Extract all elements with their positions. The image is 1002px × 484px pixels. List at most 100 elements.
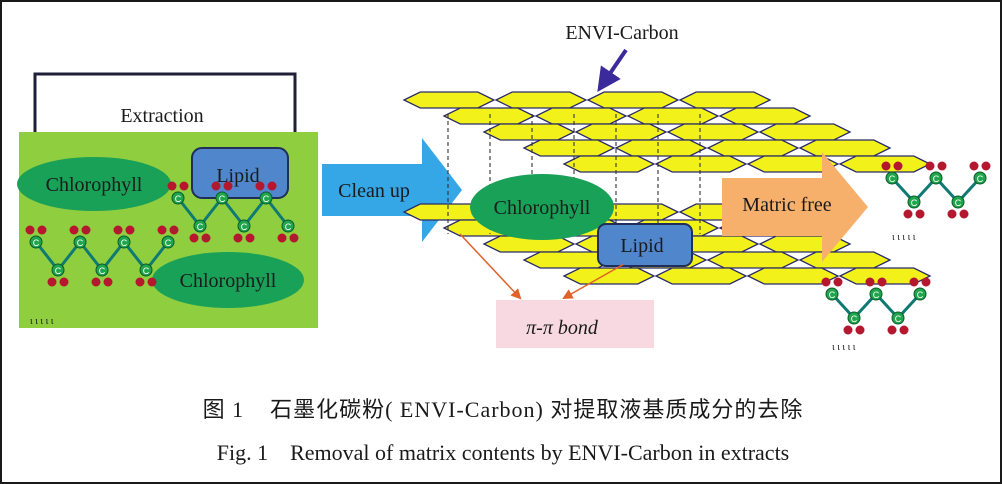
- hydrogen-atom: [893, 161, 903, 171]
- carbon-atom-label: C: [911, 198, 918, 208]
- carbon-atom-label: C: [873, 290, 880, 300]
- carbon-hexagon: [678, 91, 772, 109]
- carbon-atom-label: C: [99, 266, 106, 276]
- carbon-atom-label: C: [219, 194, 226, 204]
- hydrogen-atom: [245, 233, 255, 243]
- stub-marks-right-lower: ι ι ι ι ι: [832, 342, 856, 353]
- matric-free-arrow: [722, 152, 868, 262]
- carbon-hexagon: [482, 235, 576, 253]
- graphene-layer-top: [402, 91, 932, 173]
- carbon-hexagon: [838, 267, 932, 285]
- carbon-atom-label: C: [285, 222, 292, 232]
- carbon-atom-label: C: [197, 222, 204, 232]
- carbon-atom: [215, 191, 229, 205]
- carbon-atom: [29, 235, 43, 249]
- hydrogen-atom: [881, 161, 891, 171]
- hydrogen-atom: [201, 233, 211, 243]
- hydrogen-atom: [211, 181, 221, 191]
- carbon-hexagon: [654, 155, 748, 173]
- hydrogen-atom: [937, 161, 947, 171]
- stub-marks-right-upper: ι ι ι ι ι: [892, 232, 916, 243]
- hydrogen-atom: [47, 277, 57, 287]
- hydrogen-atom: [169, 225, 179, 235]
- carbon-atom-label: C: [889, 174, 896, 184]
- clean-up-label: Clean up: [338, 180, 410, 202]
- carbon-hexagon: [626, 107, 720, 125]
- hydrogen-atom: [233, 233, 243, 243]
- carbon-atom: [869, 287, 883, 301]
- carbon-atom-label: C: [143, 266, 150, 276]
- carbon-hexagon: [746, 155, 840, 173]
- pi-bond-box: [496, 300, 654, 348]
- carbon-atom: [117, 235, 131, 249]
- hydrogen-atom: [25, 225, 35, 235]
- carbon-atom: [847, 311, 861, 325]
- carbon-atom-label: C: [33, 238, 40, 248]
- hydrogen-atom: [833, 277, 843, 287]
- chlorophyll-ellipse-bottom: [152, 252, 304, 308]
- carbon-atom-label: C: [55, 266, 62, 276]
- envi-carbon-pointer: [597, 48, 628, 92]
- carbon-atom-label: C: [241, 222, 248, 232]
- pi-arrow-1: [459, 233, 522, 300]
- lipid-label-center: Lipid: [620, 235, 663, 257]
- carbon-atom: [281, 219, 295, 233]
- hydrogen-atom: [37, 225, 47, 235]
- hydrogen-atom: [915, 209, 925, 219]
- hydrogen-atom: [947, 209, 957, 219]
- hydrogen-atom: [91, 277, 101, 287]
- hydrogen-atom: [125, 225, 135, 235]
- hydrogen-atom: [103, 277, 113, 287]
- carbon-atom: [951, 195, 965, 209]
- carbon-atom: [891, 311, 905, 325]
- chlorophyll-ellipse-top: [17, 157, 171, 211]
- hydrogen-atom: [81, 225, 91, 235]
- hydrogen-atom: [981, 161, 991, 171]
- carbon-hexagon: [586, 91, 680, 109]
- carbon-hexagon: [706, 251, 800, 269]
- hydrogen-atom: [921, 277, 931, 287]
- carbon-atom: [907, 195, 921, 209]
- hydrogen-atom: [855, 325, 865, 335]
- carbon-atom: [139, 263, 153, 277]
- hydrogen-atom: [959, 209, 969, 219]
- carbon-hexagon: [522, 139, 616, 157]
- hydrogen-atom: [865, 277, 875, 287]
- chlorophyll-label-bottom: Chlorophyll: [180, 270, 277, 292]
- carbon-atom: [171, 191, 185, 205]
- hydrogen-atom: [189, 233, 199, 243]
- carbon-atom: [51, 263, 65, 277]
- hydrogen-atom: [69, 225, 79, 235]
- carbon-hexagon: [442, 107, 536, 125]
- carbon-atom: [193, 219, 207, 233]
- carbon-atom: [237, 219, 251, 233]
- hydrogen-atom: [113, 225, 123, 235]
- chlorophyll-label-center: Chlorophyll: [494, 197, 591, 219]
- carbon-hexagon: [758, 123, 852, 141]
- matric-free-label: Matric free: [742, 194, 832, 216]
- hydrogen-atom: [135, 277, 145, 287]
- chlorophyll-ellipse-center: [470, 174, 614, 240]
- carbon-atom-label: C: [895, 314, 902, 324]
- extraction-label: Extraction: [120, 105, 203, 127]
- hydrogen-atom: [223, 181, 233, 191]
- carbon-hexagon: [798, 251, 892, 269]
- carbon-atom: [973, 171, 987, 185]
- carbon-hexagon: [574, 123, 668, 141]
- caption-chinese: 图 1 石墨化碳粉( ENVI-Carbon) 对提取液基质成分的去除: [202, 397, 804, 422]
- hydrogen-atom: [289, 233, 299, 243]
- hydrogen-atom: [909, 277, 919, 287]
- carbon-atom-label: C: [955, 198, 962, 208]
- carbon-hexagon: [718, 107, 812, 125]
- carbon-hexagon: [746, 267, 840, 285]
- carbon-atom-label: C: [77, 238, 84, 248]
- extraction-bracket: [33, 72, 297, 132]
- carbon-atom: [95, 263, 109, 277]
- envi-carbon-label: ENVI-Carbon: [565, 22, 678, 44]
- carbon-atom: [913, 287, 927, 301]
- carbon-atom: [825, 287, 839, 301]
